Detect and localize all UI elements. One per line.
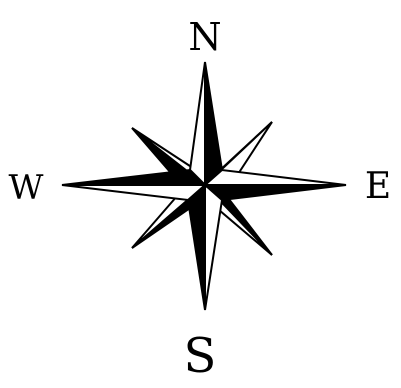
north-point-light	[190, 62, 205, 185]
west-point-light	[62, 170, 205, 185]
west-point-dark	[62, 185, 205, 200]
east-point-light	[205, 185, 346, 200]
north-label: N	[188, 15, 221, 59]
compass-star	[62, 62, 346, 310]
east-point-dark	[205, 170, 346, 185]
center-hub	[202, 182, 208, 188]
west-label: W	[9, 168, 44, 208]
east-label: E	[365, 166, 391, 207]
south-point-dark	[205, 185, 222, 310]
south-label: S	[184, 328, 217, 384]
south-point-light	[188, 185, 205, 310]
north-point-dark	[205, 62, 222, 185]
